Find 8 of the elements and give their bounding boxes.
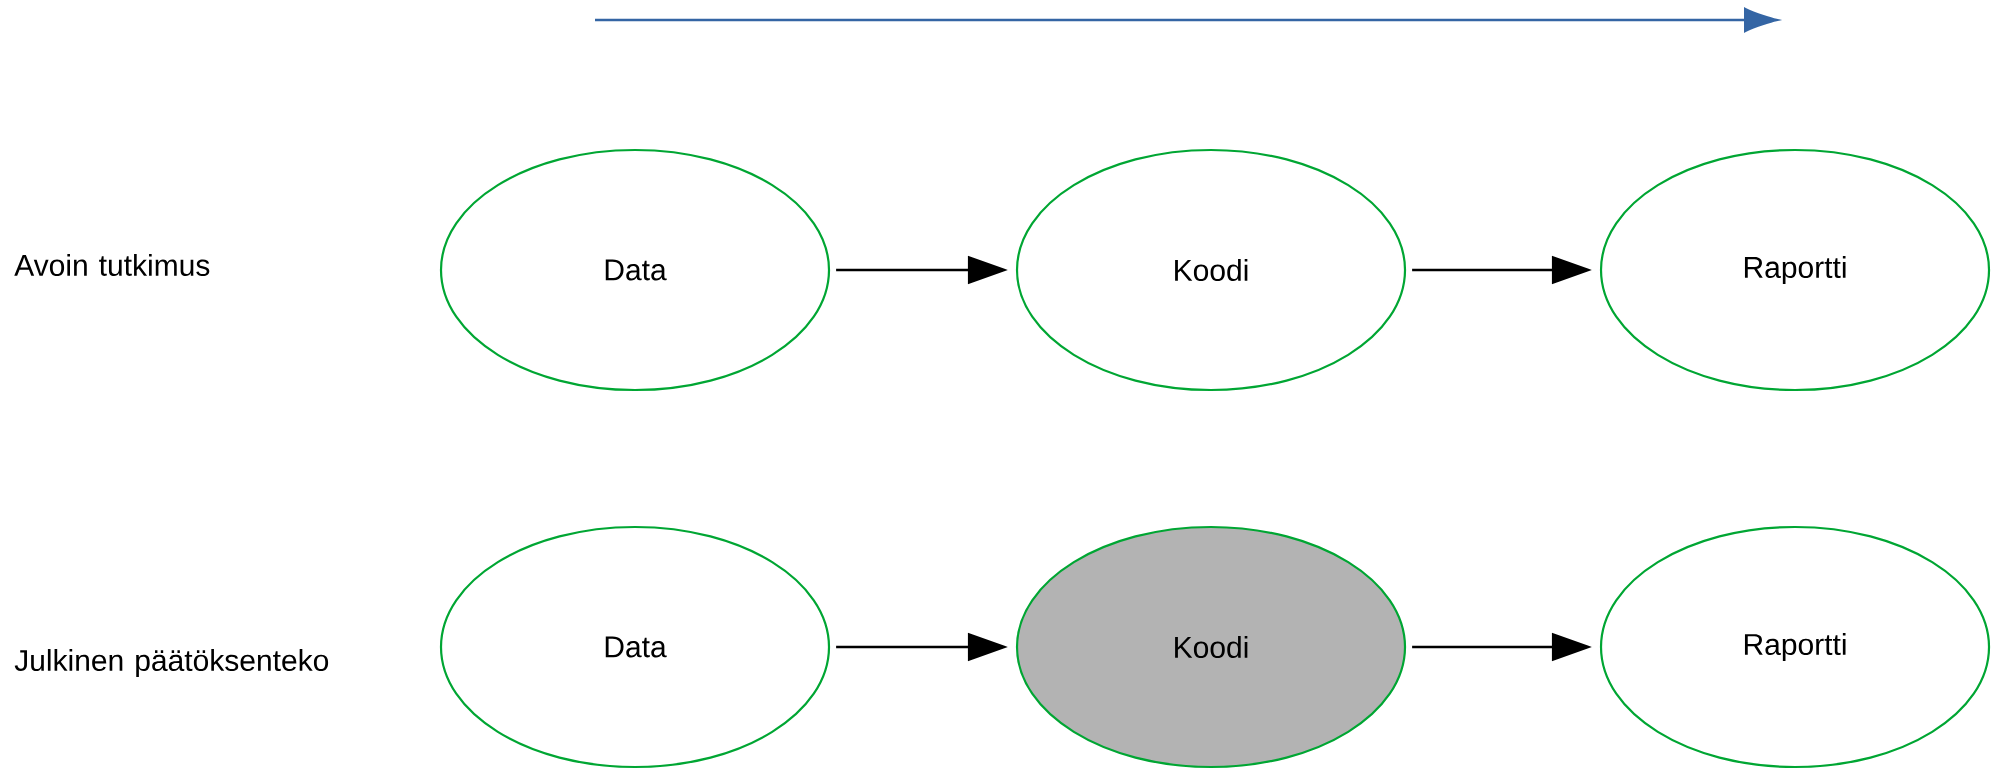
ellipse-node: Koodi xyxy=(1015,525,1407,769)
ellipse-node: Data xyxy=(439,525,831,769)
ellipse-node: Raportti xyxy=(1599,148,1991,392)
row-label: Avoin tutkimus xyxy=(14,254,210,277)
ellipse-node: Koodi xyxy=(1015,148,1407,392)
row-label: Julkinen päätöksenteko xyxy=(14,649,329,677)
ellipse-node: Data xyxy=(439,148,831,392)
ellipse-node: Raportti xyxy=(1599,525,1991,769)
